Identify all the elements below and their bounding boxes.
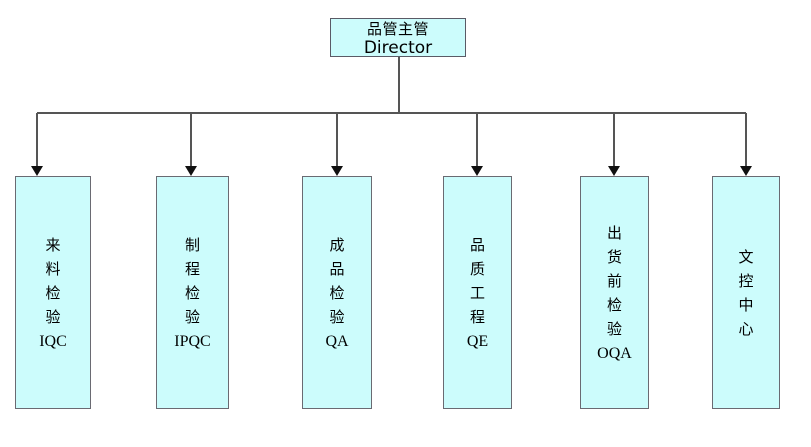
- node-iqc-char-2: 检: [45, 283, 61, 302]
- node-qe-char-2: 工: [469, 283, 485, 302]
- node-oqa-code: OQA: [597, 344, 632, 362]
- director-label-cn: 品管主管: [366, 20, 429, 38]
- node-ipqc[interactable]: 制 程 检 验 IPQC: [156, 176, 229, 409]
- node-oqa-char-2: 前: [606, 271, 622, 290]
- arrowhead-1: [31, 166, 43, 176]
- node-iqc[interactable]: 来 料 检 验 IQC: [15, 176, 91, 409]
- node-oqa[interactable]: 出 货 前 检 验 OQA: [580, 176, 649, 409]
- node-iqc-char-1: 料: [45, 259, 61, 278]
- node-oqa-char-4: 验: [606, 319, 622, 338]
- node-doc-control-center-char-1: 控: [738, 271, 754, 290]
- node-qe-code: QE: [466, 332, 489, 350]
- node-oqa-content: 出 货 前 检 验 OQA: [597, 221, 632, 365]
- node-qa-char-2: 检: [329, 283, 345, 302]
- node-qa-code: QA: [325, 332, 349, 350]
- arrowhead-4: [471, 166, 483, 176]
- node-doc-control-center-content: 文 控 中 心: [738, 245, 753, 341]
- node-iqc-content: 来 料 检 验 IQC: [39, 233, 67, 353]
- node-doc-control-center[interactable]: 文 控 中 心: [712, 176, 780, 409]
- node-oqa-char-0: 出: [606, 223, 622, 242]
- node-ipqc-content: 制 程 检 验 IPQC: [174, 233, 210, 353]
- arrowhead-2: [185, 166, 197, 176]
- node-oqa-char-3: 检: [606, 295, 622, 314]
- node-qe-content: 品 质 工 程 QE: [467, 233, 488, 353]
- node-qa-char-1: 品: [329, 259, 345, 278]
- node-iqc-char-3: 验: [45, 307, 61, 326]
- node-oqa-char-1: 货: [606, 247, 622, 266]
- node-qa[interactable]: 成 品 检 验 QA: [302, 176, 372, 409]
- node-qa-char-0: 成: [329, 235, 345, 254]
- arrowhead-6: [740, 166, 752, 176]
- node-ipqc-char-3: 验: [184, 307, 200, 326]
- node-ipqc-code: IPQC: [174, 332, 211, 350]
- node-qa-char-3: 验: [329, 307, 345, 326]
- node-iqc-char-0: 来: [45, 235, 61, 254]
- node-qe-char-1: 质: [469, 259, 485, 278]
- node-doc-control-center-char-3: 心: [738, 319, 754, 338]
- node-ipqc-char-0: 制: [184, 235, 200, 254]
- node-doc-control-center-char-0: 文: [738, 247, 754, 266]
- arrowhead-3: [331, 166, 343, 176]
- node-qe-char-3: 程: [469, 307, 485, 326]
- director-label-en: Director: [363, 38, 433, 58]
- arrowhead-5: [608, 166, 620, 176]
- node-ipqc-char-1: 程: [184, 259, 200, 278]
- node-doc-control-center-char-2: 中: [738, 295, 754, 314]
- node-qe[interactable]: 品 质 工 程 QE: [443, 176, 512, 409]
- node-iqc-code: IQC: [39, 332, 67, 350]
- node-qa-content: 成 品 检 验 QA: [325, 233, 348, 353]
- node-ipqc-char-2: 检: [184, 283, 200, 302]
- node-director[interactable]: 品管主管 Director: [330, 18, 466, 58]
- node-qe-char-0: 品: [469, 235, 485, 254]
